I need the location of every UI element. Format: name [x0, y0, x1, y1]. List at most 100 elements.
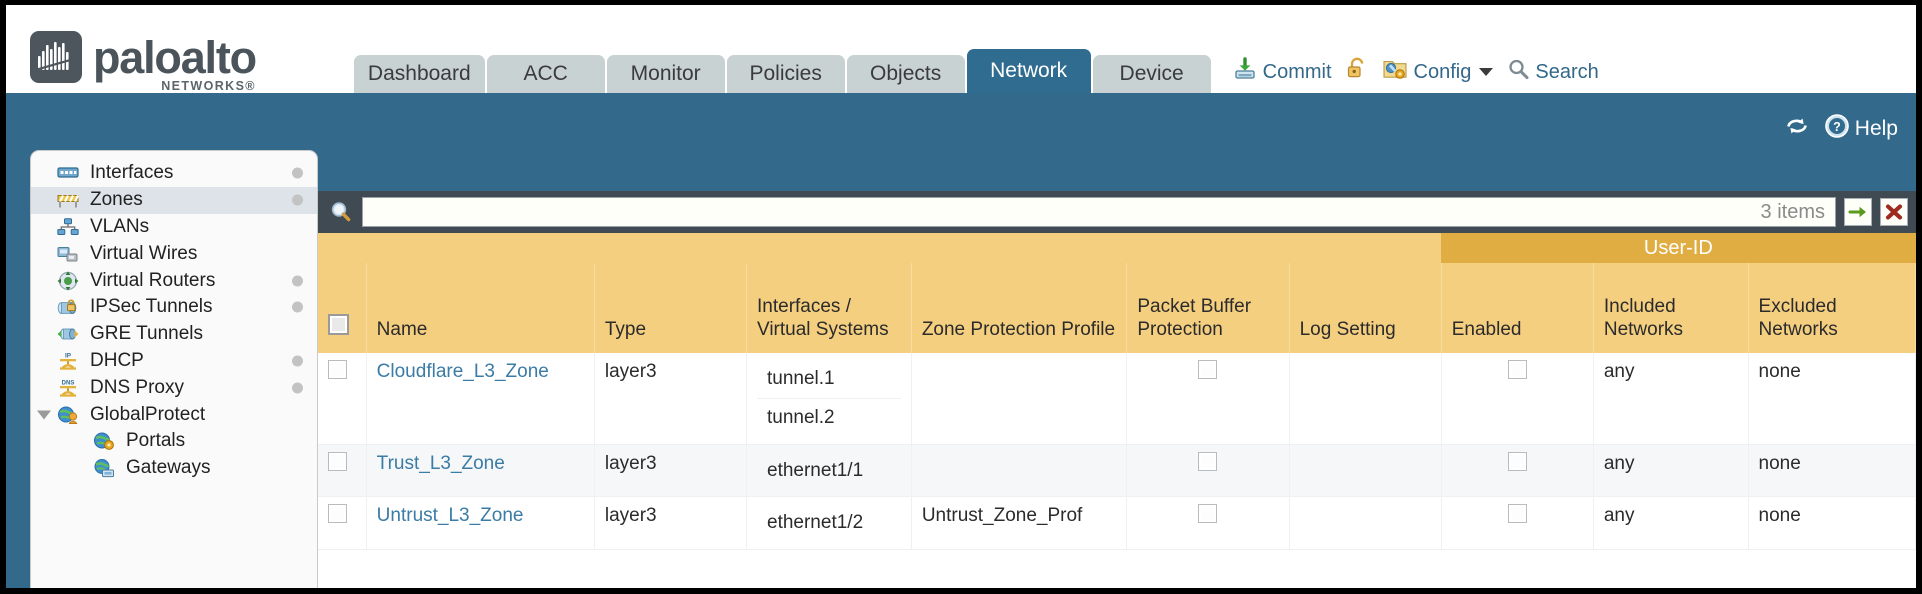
commit-icon — [1233, 57, 1257, 87]
tab-network[interactable]: Network — [966, 49, 1091, 93]
sidebar-item-zones[interactable]: Zones — [31, 186, 317, 214]
search-input[interactable] — [363, 198, 1761, 226]
clear-filter-button[interactable] — [1880, 198, 1908, 226]
col-log-setting[interactable]: Log Setting — [1289, 263, 1442, 353]
sidebar-item-vlans[interactable]: VLANs — [31, 214, 317, 241]
zone-name-link[interactable]: Trust_L3_Zone — [376, 452, 505, 474]
commit-button[interactable]: Commit — [1233, 57, 1332, 87]
zone-name-link[interactable]: Untrust_L3_Zone — [376, 505, 524, 527]
help-button[interactable]: ? Help — [1824, 113, 1898, 145]
lock-button[interactable] — [1346, 57, 1368, 87]
cell-userid-enabled[interactable] — [1441, 496, 1594, 550]
userid-enabled-checkbox[interactable] — [1507, 504, 1527, 524]
zones-table: User-ID Name Type Interfaces / Virtual S… — [318, 233, 1916, 550]
cell-userid-enabled[interactable] — [1441, 353, 1594, 445]
row-select-cell[interactable] — [318, 444, 367, 498]
virtual-wires-icon — [57, 245, 83, 263]
zones-icon — [57, 191, 83, 209]
col-included-networks[interactable]: Included Networks — [1593, 263, 1749, 353]
packet-buffer-protection-checkbox[interactable] — [1198, 451, 1218, 471]
tab-monitor[interactable]: Monitor — [606, 55, 725, 93]
interfaces-icon — [57, 164, 83, 182]
col-packet-buffer-protection[interactable]: Packet Buffer Protection — [1126, 263, 1290, 353]
col-interfaces[interactable]: Interfaces / Virtual Systems — [746, 263, 912, 353]
row-select-checkbox[interactable] — [328, 360, 347, 379]
sidebar-item-ipsec-tunnels[interactable]: IPSec Tunnels — [31, 294, 317, 321]
refresh-icon — [1784, 115, 1810, 143]
paloalto-logo-icon — [30, 31, 82, 83]
select-all-header[interactable] — [318, 263, 367, 353]
sidebar-item-label: Virtual Routers — [90, 269, 216, 291]
cell-name[interactable]: Trust_L3_Zone — [366, 444, 595, 498]
col-excluded-networks[interactable]: Excluded Networks — [1748, 263, 1916, 353]
cell-zone-protection-profile — [911, 353, 1128, 445]
sidebar-item-globalprotect[interactable]: GlobalProtect — [31, 401, 317, 428]
userid-enabled-checkbox[interactable] — [1507, 360, 1527, 379]
refresh-button[interactable] — [1784, 115, 1810, 143]
packet-buffer-protection-checkbox[interactable] — [1198, 360, 1218, 379]
zones-table-wrap: User-ID Name Type Interfaces / Virtual S… — [318, 233, 1916, 588]
cell-type: layer3 — [594, 353, 748, 445]
sidebar-item-portals[interactable]: Portals — [31, 428, 317, 455]
tab-dashboard[interactable]: Dashboard — [353, 55, 485, 93]
col-type[interactable]: Type — [594, 263, 748, 353]
svg-text:?: ? — [1833, 120, 1841, 134]
table-head: User-ID Name Type Interfaces / Virtual S… — [318, 233, 1916, 353]
group-header-userid: User-ID — [1441, 233, 1916, 263]
select-all-checkbox[interactable] — [328, 313, 349, 335]
tab-objects[interactable]: Objects — [846, 55, 965, 93]
interface-item: ethernet1/1 — [767, 459, 864, 481]
header-actions: Commit — [1233, 57, 1599, 87]
sidebar-item-virtual-routers[interactable]: Virtual Routers — [31, 267, 317, 294]
row-select-checkbox[interactable] — [328, 504, 347, 524]
main-panel: 3 items — [318, 191, 1916, 588]
tab-acc[interactable]: ACC — [486, 55, 605, 93]
col-zone-protection-profile[interactable]: Zone Protection Profile — [911, 263, 1128, 353]
help-label: Help — [1854, 117, 1898, 140]
cell-name[interactable]: Untrust_L3_Zone — [366, 496, 595, 550]
col-name[interactable]: Name — [366, 263, 595, 353]
tab-device[interactable]: Device — [1092, 55, 1211, 93]
row-select-cell[interactable] — [318, 353, 367, 445]
apply-filter-button[interactable] — [1844, 198, 1872, 226]
sidebar-item-virtual-wires[interactable]: Virtual Wires — [31, 240, 317, 267]
search-icon — [1507, 58, 1529, 86]
search-button[interactable]: Search — [1507, 58, 1599, 86]
zone-name-link[interactable]: Cloudflare_L3_Zone — [376, 361, 549, 382]
userid-enabled-checkbox[interactable] — [1507, 451, 1527, 471]
packet-buffer-protection-checkbox[interactable] — [1198, 504, 1218, 524]
sidebar-item-status-dot — [292, 275, 303, 287]
cell-packet-buffer-protection[interactable] — [1126, 353, 1290, 445]
tab-policies[interactable]: Policies — [726, 55, 845, 93]
dns-proxy-icon: DNS — [57, 378, 83, 398]
config-dropdown[interactable]: Config — [1382, 57, 1494, 87]
row-select-checkbox[interactable] — [328, 451, 347, 471]
cell-excluded-networks: none — [1748, 444, 1916, 498]
cell-packet-buffer-protection[interactable] — [1126, 444, 1290, 498]
cell-userid-enabled[interactable] — [1441, 444, 1594, 498]
col-userid-enabled[interactable]: Enabled — [1441, 263, 1594, 353]
sidebar-item-interfaces[interactable]: Interfaces — [31, 160, 317, 187]
chevron-down-icon[interactable] — [37, 410, 51, 420]
gateways-icon — [93, 458, 119, 478]
sidebar-item-gre-tunnels[interactable]: GRE Tunnels — [31, 321, 317, 348]
group-header-row: User-ID — [318, 233, 1916, 263]
search-field-wrap: 3 items — [362, 197, 1836, 227]
config-icon — [1382, 57, 1408, 87]
cell-name[interactable]: Cloudflare_L3_Zone — [366, 353, 595, 445]
magnifier-icon[interactable] — [328, 200, 354, 224]
sidebar-item-gateways[interactable]: Gateways — [31, 455, 317, 482]
cell-excluded-networks: none — [1748, 496, 1916, 550]
cell-packet-buffer-protection[interactable] — [1126, 496, 1290, 550]
row-select-cell[interactable] — [318, 496, 367, 550]
interface-item: tunnel.2 — [767, 406, 835, 428]
brand-name: paloalto — [93, 31, 257, 83]
sidebar-item-status-dot — [292, 194, 303, 206]
cell-interfaces: ethernet1/2 — [746, 496, 912, 550]
